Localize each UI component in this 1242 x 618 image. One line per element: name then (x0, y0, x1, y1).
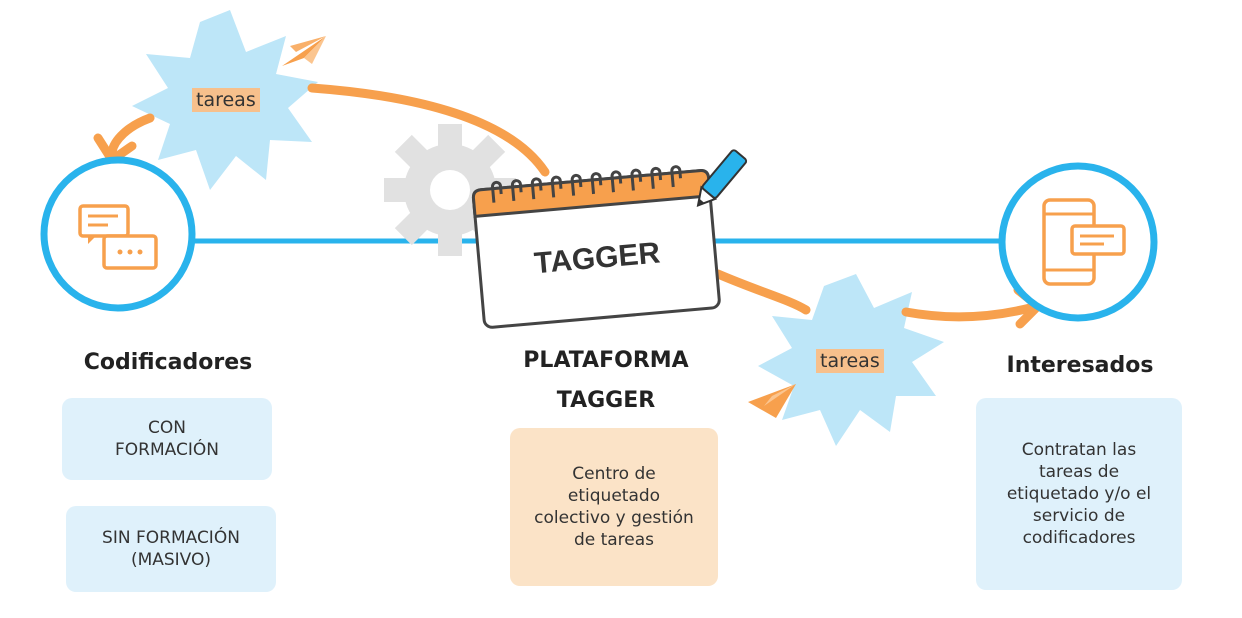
platform-description-box: Centro de etiquetado colectivo y gestión… (510, 428, 718, 586)
tasks-label-bottom: tareas (816, 349, 884, 373)
flow-path-notepad-to-top (307, 83, 550, 177)
flow-path-notepad-to-bottom (713, 269, 811, 315)
paper-plane-icon-bottom (748, 384, 796, 418)
trained-coders-box: CON FORMACIÓN (62, 398, 272, 480)
flow-path-top-to-coders (107, 113, 155, 157)
platform-title-line2: TAGGER (556, 388, 656, 413)
platform-title-line1: PLATAFORMA (523, 348, 689, 373)
notepad-icon: TAGGER (471, 165, 721, 329)
flow-path-bottom-to-interested (901, 303, 1035, 322)
interested-description-box: Contratan las tareas de etiquetado y/o e… (976, 398, 1182, 590)
pencil-icon (696, 149, 748, 208)
interested-title: Interesados (1006, 353, 1154, 378)
mobile-phone-message-icon (1042, 198, 1126, 286)
coders-title: Codificadores (83, 350, 253, 375)
tasks-label-top: tareas (192, 88, 260, 112)
paper-plane-icon-top (282, 36, 326, 66)
untrained-coders-box: SIN FORMACIÓN (MASIVO) (66, 506, 276, 592)
chat-bubbles-icon (78, 204, 158, 270)
coders-circle (40, 156, 196, 312)
